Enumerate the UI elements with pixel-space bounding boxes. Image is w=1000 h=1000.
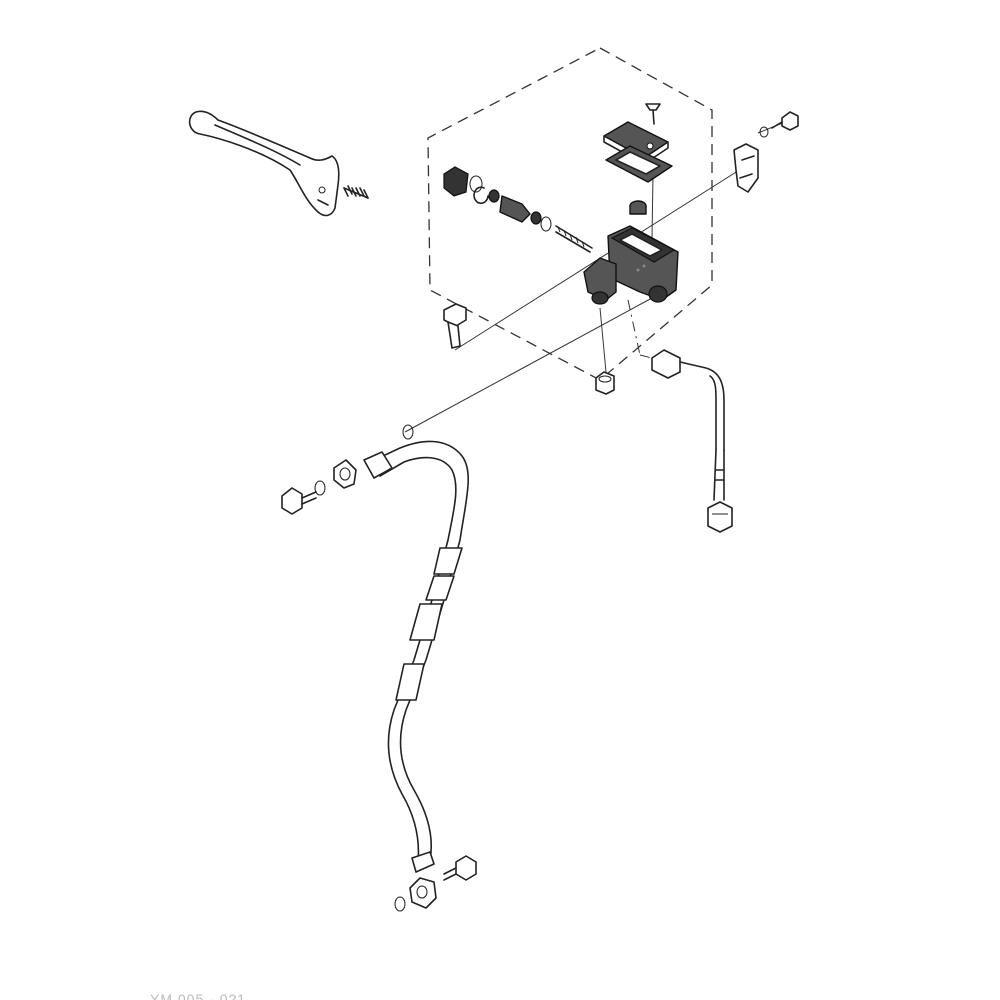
drawing-code: YM 005 - 0?1 [150,991,246,1000]
reservoir-float [629,200,647,215]
lever-spring [343,185,369,199]
clamp-washer [759,126,769,138]
washer-upper-2 [402,424,414,440]
brake-lever[interactable] [188,110,340,217]
pivot-bolt [443,303,467,349]
diaphragm [605,145,673,183]
banjo-bolt-lower [443,855,477,881]
cap-screw [645,103,661,125]
banjo-fitting-lower [409,877,437,909]
clamp-bolt [771,111,799,131]
brake-light-switch [651,349,733,533]
banjo-bolt-upper [281,487,317,515]
washer-lower-1 [394,896,406,912]
master-cylinder[interactable] [583,225,679,305]
assembly-boundary [427,47,713,381]
piston-kit [443,166,593,253]
washer-upper-1 [314,480,326,496]
banjo-fitting-upper [333,459,357,489]
mounting-nut [595,371,615,395]
leader-lines [404,119,791,433]
brake-hose[interactable] [363,440,470,873]
mirror-clamp [733,143,759,193]
